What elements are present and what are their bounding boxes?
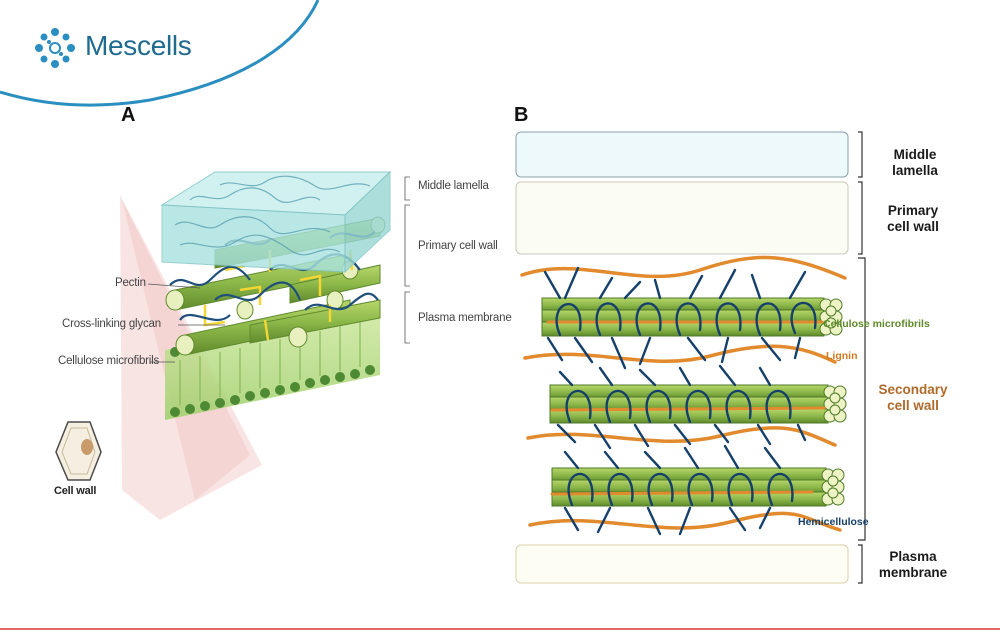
label-a-primary-cell-wall: Primary cell wall bbox=[418, 240, 498, 252]
label-a-plasma-membrane: Plasma membrane bbox=[418, 312, 512, 324]
header-swoosh bbox=[0, 0, 318, 106]
primary-cell-wall-box bbox=[515, 181, 849, 255]
cell-cluster-logo bbox=[35, 28, 75, 68]
label-b-hemicellulose: Hemicellulose bbox=[798, 516, 869, 528]
panel-b-illustration bbox=[515, 131, 866, 584]
label-a-cellulose-microfibrils: Cellulose microfibrils bbox=[58, 355, 160, 367]
label-a-pectin: Pectin bbox=[115, 277, 146, 289]
label-b-lignin: Lignin bbox=[826, 350, 858, 362]
panel-a-letter: A bbox=[121, 104, 136, 126]
brand-name: Mescells bbox=[85, 30, 192, 61]
plasma-membrane-box bbox=[515, 544, 849, 584]
panel-b-letter: B bbox=[514, 104, 529, 126]
cell-wall-inset-icon bbox=[55, 421, 102, 481]
label-a-cross-linking-glycan: Cross-linking glycan bbox=[62, 318, 161, 330]
label-a-cell-wall: Cell wall bbox=[54, 485, 97, 497]
label-b-cellulose-microfibrils: Cellulose microfibrils bbox=[823, 318, 930, 330]
plasma-membrane-shape bbox=[165, 305, 380, 420]
panel-a-illustration bbox=[55, 170, 410, 520]
header-swoosh-stroke bbox=[0, 0, 320, 107]
middle-lamella-box bbox=[515, 131, 849, 178]
label-a-middle-lamella: Middle lamella bbox=[418, 180, 489, 192]
